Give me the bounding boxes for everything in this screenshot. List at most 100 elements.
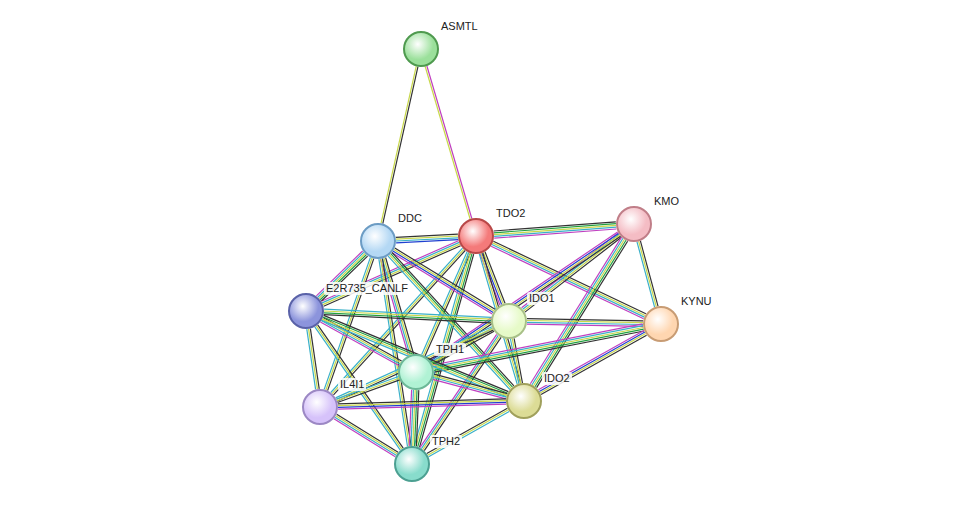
evidence-line bbox=[639, 241, 657, 306]
evidence-line bbox=[530, 237, 621, 383]
evidence-line bbox=[309, 329, 318, 389]
interaction-edge bbox=[381, 66, 418, 223]
evidence-line bbox=[381, 66, 416, 223]
evidence-line bbox=[514, 338, 522, 383]
evidence-line bbox=[538, 331, 644, 390]
node-label: KYNU bbox=[679, 295, 714, 308]
evidence-line bbox=[431, 235, 619, 363]
evidence-line bbox=[532, 238, 623, 384]
evidence-line bbox=[307, 329, 316, 389]
interaction-edge bbox=[392, 248, 495, 314]
protein-node: DDC bbox=[360, 223, 396, 259]
node-label: TPH1 bbox=[434, 343, 466, 356]
interaction-edge bbox=[494, 222, 617, 238]
evidence-line bbox=[324, 309, 491, 317]
evidence-line bbox=[433, 324, 643, 365]
interaction-edge bbox=[433, 374, 508, 399]
evidence-line bbox=[539, 332, 645, 391]
interaction-edge bbox=[427, 408, 509, 456]
interaction-edge bbox=[429, 232, 620, 364]
protein-node: TPH1 bbox=[398, 354, 434, 390]
interaction-edge bbox=[338, 399, 506, 409]
evidence-line bbox=[540, 334, 646, 393]
evidence-line bbox=[511, 339, 519, 384]
evidence-line bbox=[324, 315, 509, 391]
interaction-edge bbox=[334, 414, 398, 457]
protein-node: IL4I1 bbox=[302, 389, 338, 425]
evidence-line bbox=[383, 67, 418, 224]
evidence-line bbox=[427, 408, 508, 453]
interaction-edge bbox=[538, 331, 646, 395]
protein-node: IDO1 bbox=[491, 303, 527, 339]
evidence-line bbox=[428, 410, 509, 455]
node-label: ASMTL bbox=[439, 20, 480, 33]
evidence-line bbox=[423, 336, 500, 449]
node-label: TPH2 bbox=[430, 435, 462, 448]
interaction-edge bbox=[637, 241, 658, 307]
node-label: IDO2 bbox=[542, 372, 572, 385]
evidence-line bbox=[535, 240, 626, 387]
protein-node: ASMTL bbox=[403, 31, 439, 67]
evidence-line bbox=[429, 232, 617, 360]
evidence-line bbox=[433, 326, 643, 367]
interaction-edge bbox=[315, 325, 403, 450]
evidence-line bbox=[434, 331, 644, 372]
evidence-line bbox=[433, 378, 506, 398]
evidence-line bbox=[337, 414, 398, 452]
interaction-edge bbox=[527, 319, 643, 327]
interaction-edge bbox=[511, 338, 523, 383]
evidence-line bbox=[512, 339, 520, 384]
interaction-edge bbox=[396, 234, 458, 243]
evidence-line bbox=[334, 419, 395, 457]
node-label: KMO bbox=[652, 195, 681, 208]
evidence-line bbox=[324, 311, 491, 319]
evidence-line bbox=[425, 67, 470, 220]
evidence-line bbox=[396, 240, 458, 243]
evidence-line bbox=[640, 241, 658, 306]
interaction-edge bbox=[307, 329, 319, 390]
evidence-line bbox=[337, 378, 399, 401]
protein-node: KMO bbox=[616, 206, 652, 242]
interaction-edge bbox=[336, 377, 399, 403]
evidence-line bbox=[409, 390, 411, 446]
protein-node: IDO2 bbox=[506, 383, 542, 419]
evidence-line bbox=[637, 242, 655, 307]
evidence-line bbox=[395, 248, 495, 309]
interaction-edge bbox=[324, 309, 491, 323]
protein-node: KYNU bbox=[643, 306, 679, 342]
evidence-line bbox=[324, 313, 491, 321]
evidence-line bbox=[322, 319, 507, 395]
evidence-line bbox=[322, 320, 507, 396]
evidence-line bbox=[336, 377, 398, 400]
evidence-line bbox=[534, 239, 625, 385]
node-label: IDO1 bbox=[527, 292, 557, 305]
evidence-line bbox=[433, 379, 506, 399]
node-label: IL4I1 bbox=[338, 378, 366, 391]
evidence-line bbox=[527, 324, 643, 326]
evidence-line bbox=[338, 404, 506, 409]
evidence-line bbox=[323, 317, 508, 393]
protein-node: TDO2 bbox=[458, 218, 494, 254]
evidence-line bbox=[434, 374, 507, 394]
evidence-line bbox=[541, 335, 647, 394]
evidence-line bbox=[429, 411, 510, 456]
node-label: TDO2 bbox=[494, 207, 527, 220]
evidence-line bbox=[494, 229, 616, 238]
interaction-edge bbox=[322, 315, 509, 396]
node-label: DDC bbox=[396, 212, 424, 225]
interaction-edge bbox=[409, 390, 419, 446]
protein-node: TPH2 bbox=[394, 446, 430, 482]
evidence-line bbox=[394, 250, 494, 311]
interaction-edge bbox=[425, 66, 472, 219]
evidence-line bbox=[335, 417, 396, 455]
evidence-line bbox=[494, 227, 616, 236]
evidence-line bbox=[427, 66, 472, 219]
protein-node: E2R735_CANLF bbox=[288, 293, 324, 329]
evidence-line bbox=[434, 376, 507, 396]
evidence-line bbox=[336, 416, 397, 454]
evidence-line bbox=[328, 259, 374, 391]
node-label: E2R735_CANLF bbox=[324, 282, 410, 295]
evidence-line bbox=[432, 236, 620, 364]
